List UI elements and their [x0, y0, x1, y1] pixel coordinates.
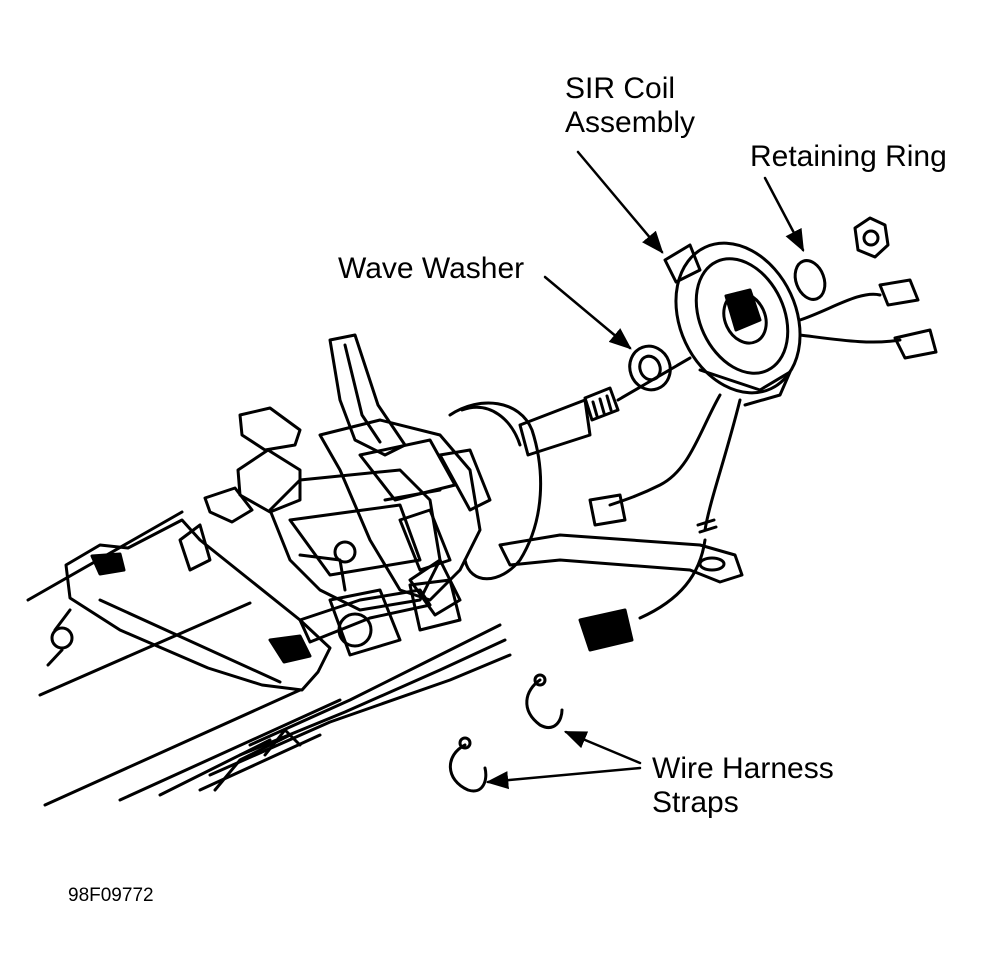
retaining-ring: [793, 259, 827, 301]
sir-coil-label-line1: SIR Coil: [565, 72, 676, 105]
retaining-ring-label: Retaining Ring: [750, 140, 947, 173]
wave-washer-arrow: [543, 275, 632, 350]
lower-stalk: [298, 578, 462, 644]
sir-coil-arrow: [576, 150, 664, 254]
sir-coil-assembly: [663, 241, 802, 407]
coil-pigtails: [578, 278, 938, 652]
sir-coil-label: SIR Coil Assembly: [565, 72, 695, 140]
strap-arrow-2: [485, 766, 642, 790]
leader-arrows: [485, 150, 805, 790]
shaft-nut: [853, 216, 890, 259]
tilt-lever: [328, 333, 407, 457]
strap-arrow-1: [563, 730, 642, 765]
upper-switch-block: [318, 418, 492, 617]
wire-harness-label-line2: Straps: [652, 786, 739, 819]
mounting-bracket: [64, 518, 332, 692]
wire-harness-strap-1: [525, 673, 564, 729]
wire-harness-straps-label: Wire Harness Straps: [652, 752, 834, 820]
wire-harness-label-line1: Wire Harness: [652, 752, 834, 785]
sir-coil-label-line2: Assembly: [565, 106, 696, 139]
figure-code: 98F09772: [68, 885, 154, 906]
wave-washer-label: Wave Washer: [338, 252, 525, 285]
column-tube: [26, 510, 342, 807]
wiring-harness-bundle: [158, 623, 512, 797]
wave-washer: [628, 344, 672, 392]
hub-plate: [448, 401, 543, 581]
wire-harness-strap-2: [448, 736, 488, 793]
splined-shaft: [518, 356, 692, 457]
retaining-ring-arrow: [763, 176, 805, 252]
